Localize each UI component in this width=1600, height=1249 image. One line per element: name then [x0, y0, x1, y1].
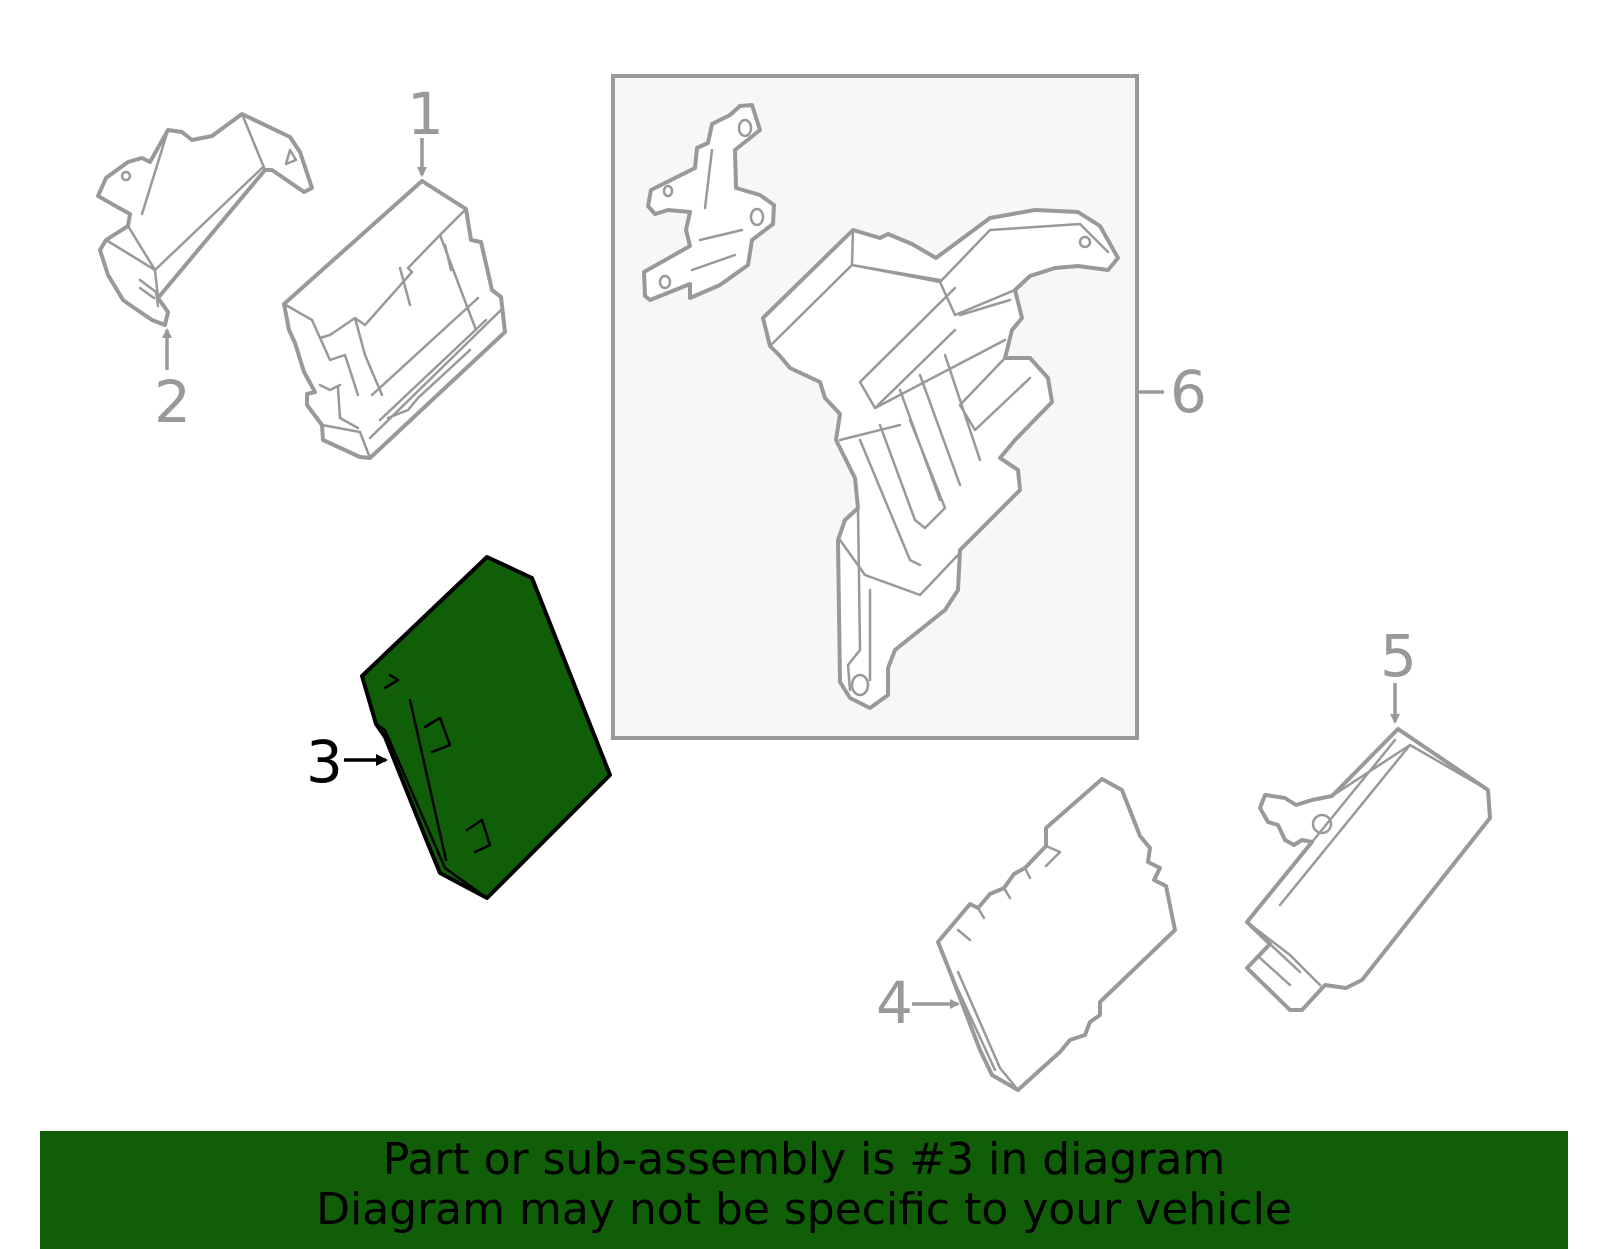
part-2-hole — [120, 170, 132, 182]
part-6-line — [690, 148, 744, 272]
part-6-small-bracket — [642, 103, 776, 302]
part-6-hole — [1078, 235, 1092, 249]
part-1-line — [282, 207, 503, 460]
part-5-module — [1245, 727, 1492, 1012]
part-4-line — [946, 844, 1062, 1092]
part-5-line — [1245, 738, 1490, 987]
part-6-hole — [749, 207, 765, 227]
part-3-group: 3 — [306, 555, 612, 900]
callout-2: 2 — [154, 368, 191, 436]
part-2-line — [104, 112, 298, 308]
part-3-module — [360, 555, 612, 900]
part-6-line — [768, 222, 1110, 692]
part-2-bracket — [96, 112, 314, 327]
part-4-group: 4 — [876, 777, 1177, 1092]
part-2-group: 2 — [96, 112, 314, 436]
part-1-group: 1 — [282, 80, 507, 460]
part-6-hole — [850, 673, 870, 697]
part-3-line — [374, 673, 492, 900]
banner-line-1: Part or sub-assembly is #3 in diagram — [382, 1134, 1226, 1185]
part-5-group: 5 — [1245, 622, 1492, 1012]
part-5-hole — [1311, 813, 1333, 835]
callout-6: 6 — [1170, 358, 1207, 426]
info-banner-bg — [40, 1131, 1568, 1249]
info-banner: Part or sub-assembly is #3 in diagram Di… — [40, 1135, 1568, 1249]
part-6-hole — [658, 274, 672, 290]
part-6-duct — [761, 208, 1120, 710]
banner-line-2: Diagram may not be specific to your vehi… — [316, 1184, 1292, 1235]
callout-4: 4 — [876, 969, 913, 1037]
part-6-hole — [737, 118, 753, 138]
callout-1: 1 — [407, 80, 444, 148]
part-6-hole — [662, 184, 674, 198]
callout-5: 5 — [1380, 622, 1417, 690]
part-6-group — [611, 74, 1139, 740]
part-4-module — [936, 777, 1177, 1092]
callout-3: 3 — [306, 728, 343, 796]
